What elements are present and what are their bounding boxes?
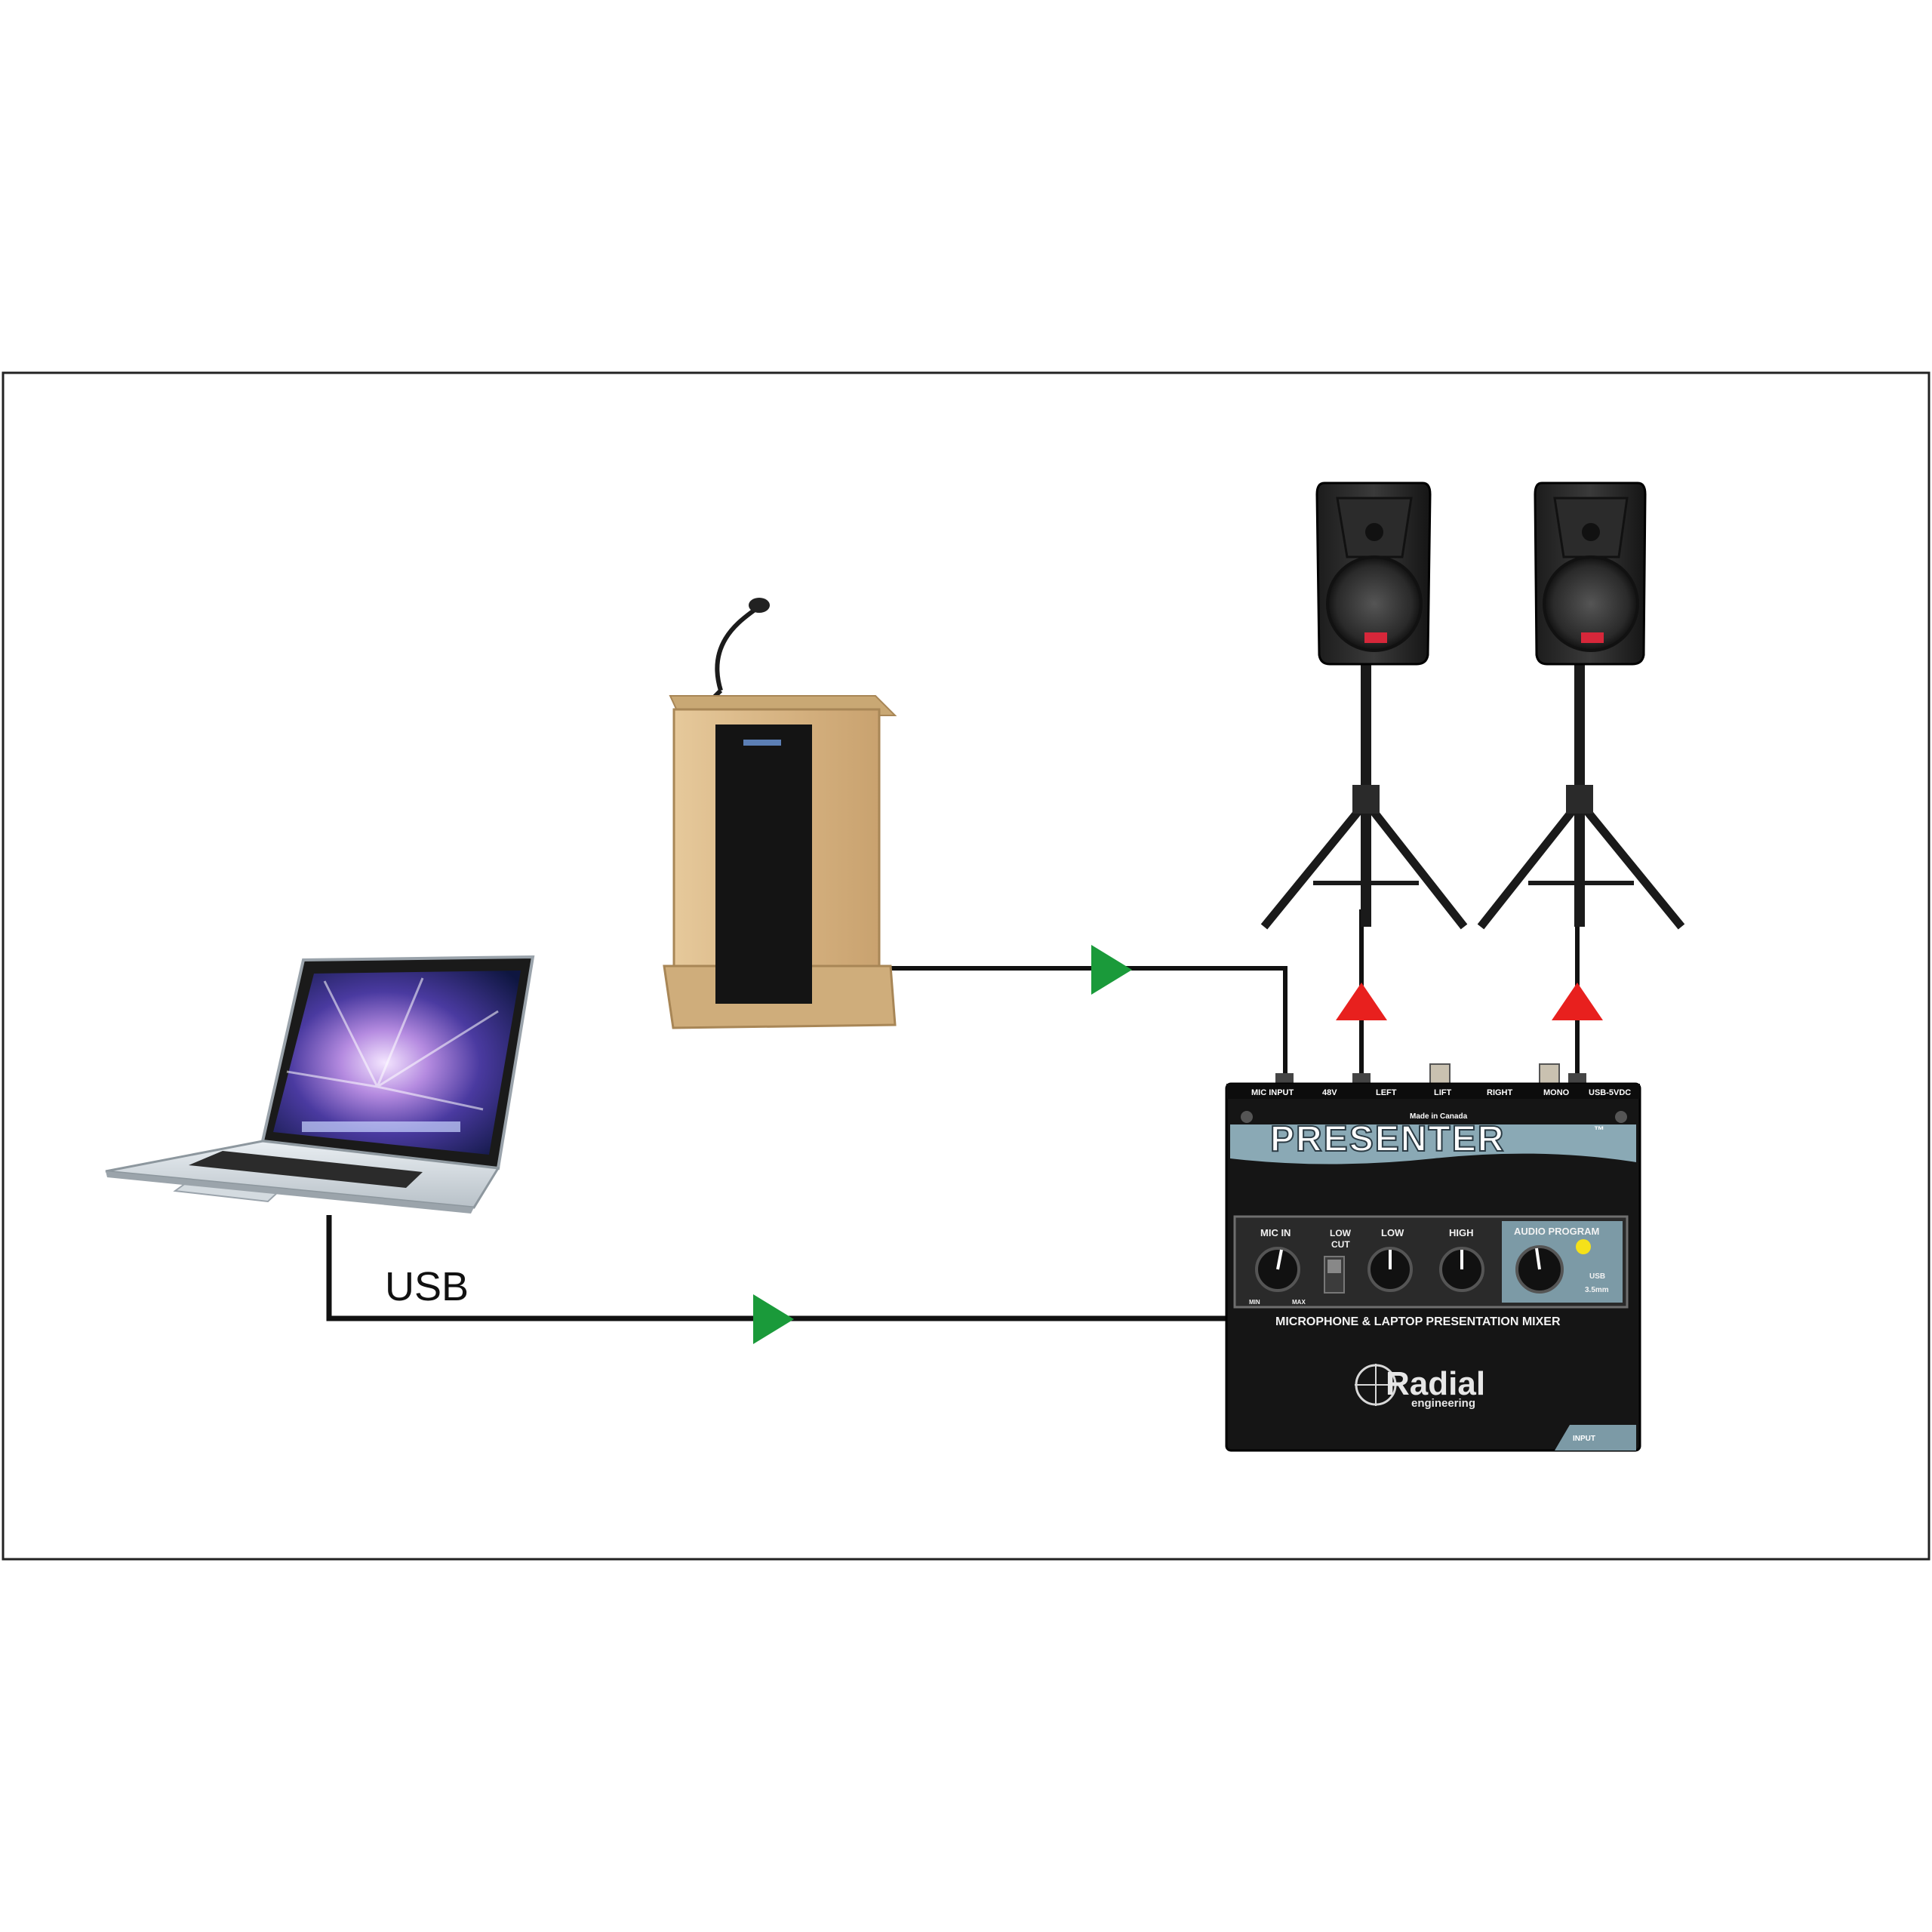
usb-label: USB: [385, 1264, 469, 1309]
svg-text:48V: 48V: [1322, 1088, 1337, 1097]
svg-text:engineering: engineering: [1411, 1397, 1475, 1410]
svg-text:LOW: LOW: [1381, 1227, 1404, 1238]
mixer-model-name: PRESENTER: [1270, 1119, 1505, 1159]
svg-text:MIN: MIN: [1249, 1299, 1260, 1306]
svg-text:RIGHT: RIGHT: [1487, 1088, 1513, 1097]
svg-text:™: ™: [1594, 1124, 1604, 1136]
svg-text:MIC IN: MIC IN: [1260, 1227, 1291, 1238]
mixer-subtitle: MICROPHONE & LAPTOP PRESENTATION MIXER: [1275, 1315, 1561, 1328]
svg-text:LEFT: LEFT: [1376, 1088, 1397, 1097]
svg-text:AUDIO PROGRAM: AUDIO PROGRAM: [1514, 1226, 1599, 1237]
low-cut-switch[interactable]: [1324, 1257, 1344, 1293]
status-led: [1576, 1239, 1591, 1254]
presenter-mixer: MIC INPUT 48V LEFT LIFT RIGHT MONO USB-5…: [1226, 1064, 1640, 1451]
svg-text:INPUT: INPUT: [1573, 1435, 1595, 1443]
svg-text:USB-5VDC: USB-5VDC: [1589, 1088, 1631, 1097]
svg-text:MONO: MONO: [1543, 1088, 1570, 1097]
svg-text:USB: USB: [1589, 1272, 1605, 1281]
svg-text:LOW: LOW: [1330, 1228, 1352, 1238]
svg-text:MAX: MAX: [1292, 1299, 1306, 1306]
svg-text:3.5mm: 3.5mm: [1585, 1286, 1609, 1294]
svg-text:LIFT: LIFT: [1434, 1088, 1451, 1097]
svg-text:HIGH: HIGH: [1449, 1227, 1474, 1238]
low-eq-knob[interactable]: [1369, 1248, 1411, 1291]
svg-text:CUT: CUT: [1331, 1239, 1350, 1250]
audio-program-knob[interactable]: [1517, 1247, 1562, 1292]
mic-in-knob[interactable]: [1257, 1248, 1299, 1291]
high-eq-knob[interactable]: [1441, 1248, 1483, 1291]
svg-text:MIC INPUT: MIC INPUT: [1251, 1088, 1294, 1097]
